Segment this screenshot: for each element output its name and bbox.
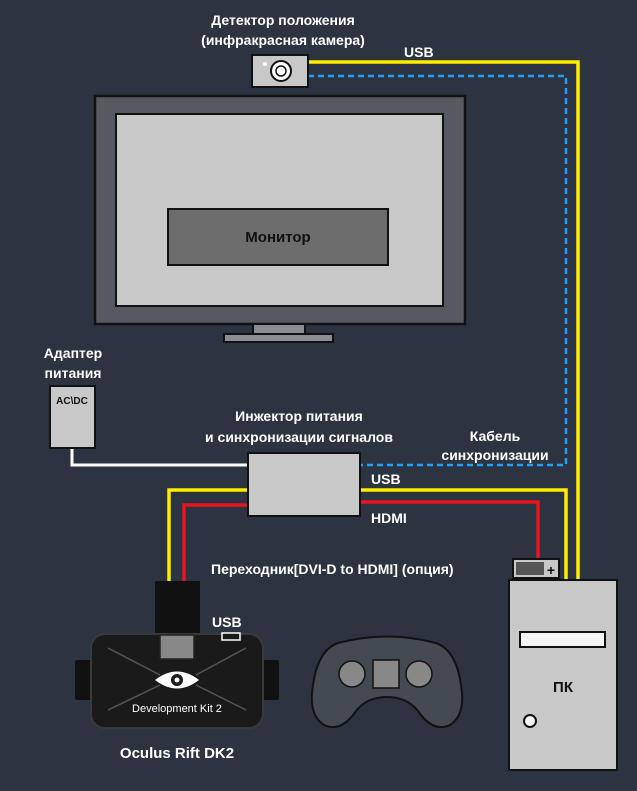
usb-headset-label: USB (212, 614, 242, 630)
monitor-label: Монитор (245, 229, 310, 246)
injector-label-line2: и синхронизации сигналов (205, 429, 393, 445)
camera-label-line2: (инфракрасная камера) (201, 32, 365, 48)
camera-usb-cable (308, 60, 580, 580)
vr-headset-icon (75, 581, 279, 729)
adapter-box-label: AC\DC (56, 396, 88, 407)
usb-top-label: USB (404, 44, 434, 60)
adapter-label-line1: Адаптер (44, 345, 102, 361)
injector-box (247, 452, 361, 517)
power-cable (70, 447, 248, 467)
camera-label-line1: Детектор положения (211, 12, 355, 28)
converter-icon (512, 558, 560, 579)
usb-mid-label: USB (371, 471, 401, 487)
injector-pc-usb-cable (360, 488, 568, 580)
monitor-icon (93, 94, 467, 343)
pc-tower-icon (508, 579, 618, 771)
injector-label-line1: Инжектор питания (235, 408, 363, 424)
sync-label-line2: синхронизации (441, 447, 548, 463)
power-adapter-icon (49, 385, 96, 449)
injector-hdmi-cable (360, 500, 540, 560)
pc-label: ПК (553, 679, 574, 696)
converter-plus: + (547, 562, 555, 578)
sync-label-line1: Кабель (470, 428, 521, 444)
headset-name-label: Oculus Rift DK2 (120, 745, 234, 762)
hdmi-label: HDMI (371, 510, 407, 526)
adapter-label-line2: питания (45, 365, 102, 381)
camera-icon (251, 54, 309, 88)
headset-brand-label: Development Kit 2 (132, 703, 222, 715)
sync-cable (308, 74, 568, 467)
converter-label: Переходник[DVI-D to HDMI] (опция) (211, 561, 454, 577)
gamepad-icon (310, 635, 464, 729)
